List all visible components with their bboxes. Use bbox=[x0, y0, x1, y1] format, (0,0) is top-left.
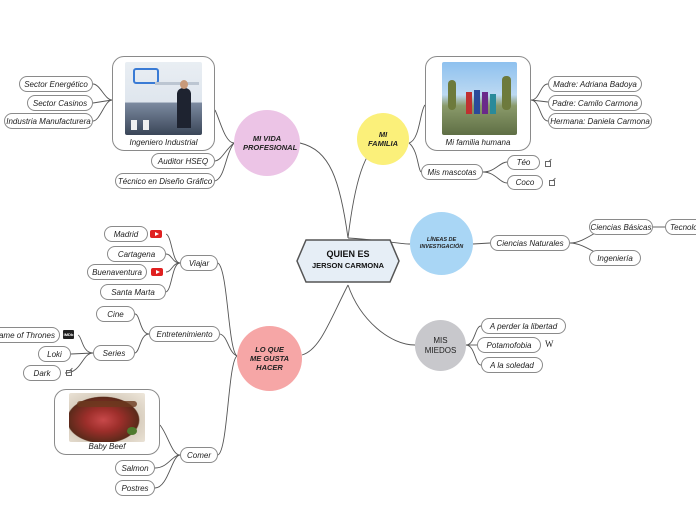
serie-game-of-thrones[interactable]: Game of Thrones bbox=[0, 327, 60, 343]
investigacion-ingenieria[interactable]: Ingeniería bbox=[589, 250, 641, 266]
familia-image-node[interactable]: Mi familia humana bbox=[425, 56, 531, 151]
family-photo bbox=[442, 62, 517, 135]
youtube-icon[interactable] bbox=[150, 230, 162, 238]
profesional-industria[interactable]: Industria Manufacturera bbox=[4, 113, 93, 129]
familia-image-caption: Mi familia humana bbox=[445, 138, 511, 147]
topic-familia-label: MI FAMILIA bbox=[368, 130, 398, 148]
entretenimiento-cine[interactable]: Cine bbox=[96, 306, 135, 322]
central-title: QUIEN ES bbox=[326, 249, 370, 259]
topic-gusta[interactable]: LO QUE ME GUSTA HACER bbox=[237, 326, 302, 391]
topic-familia[interactable]: MI FAMILIA bbox=[357, 113, 409, 165]
external-link-icon[interactable] bbox=[66, 370, 72, 376]
mascota-coco[interactable]: Coco bbox=[507, 175, 543, 190]
baby-beef-photo bbox=[69, 393, 145, 442]
viaje-cartagena[interactable]: Cartagena bbox=[107, 246, 166, 262]
profesional-sector-energetico[interactable]: Sector Energético bbox=[19, 76, 93, 92]
familia-mascotas[interactable]: Mis mascotas bbox=[421, 164, 483, 180]
profesional-image-node[interactable]: Ingeniero Industrial bbox=[112, 56, 215, 151]
entretenimiento-series[interactable]: Series bbox=[93, 345, 135, 361]
miedo-libertad[interactable]: A perder la libertad bbox=[481, 318, 566, 334]
profesional-sector-casinos[interactable]: Sector Casinos bbox=[27, 95, 93, 111]
gusta-entretenimiento[interactable]: Entretenimiento bbox=[149, 326, 220, 342]
serie-dark[interactable]: Dark bbox=[23, 365, 61, 381]
external-link-icon[interactable] bbox=[545, 161, 551, 167]
familia-madre[interactable]: Madre: Adriana Badoya bbox=[548, 76, 642, 92]
central-subtitle: JERSON CARMONA bbox=[311, 261, 385, 270]
comer-postres[interactable]: Postres bbox=[115, 480, 155, 496]
investigacion-ciencias-basicas[interactable]: Ciencias Básicas bbox=[589, 219, 653, 235]
profesional-image-caption: Ingeniero Industrial bbox=[129, 138, 198, 147]
investigacion-tecnologia[interactable]: Tecnología bbox=[665, 219, 696, 235]
investigacion-ciencias-naturales[interactable]: Ciencias Naturales bbox=[490, 235, 570, 251]
familia-padre[interactable]: Padre: Camilo Carmona bbox=[548, 95, 642, 111]
external-link-icon[interactable] bbox=[549, 180, 555, 186]
gusta-viajar[interactable]: Viajar bbox=[180, 255, 218, 271]
topic-miedos[interactable]: MIS MIEDOS bbox=[415, 320, 466, 371]
engineer-photo bbox=[125, 62, 202, 135]
viaje-buenaventura[interactable]: Buenaventura bbox=[87, 264, 147, 280]
gusta-comer[interactable]: Comer bbox=[180, 447, 218, 463]
topic-gusta-label: LO QUE ME GUSTA HACER bbox=[249, 345, 290, 372]
central-topic-shape bbox=[296, 239, 400, 283]
comer-image-caption: Baby Beef bbox=[88, 442, 126, 451]
youtube-icon[interactable] bbox=[151, 268, 163, 276]
topic-investigacion-label: LÍNEAS DE INVESTIGACIÓN bbox=[419, 236, 464, 250]
viaje-santa-marta[interactable]: Santa Marta bbox=[100, 284, 166, 300]
viaje-madrid[interactable]: Madrid bbox=[104, 226, 148, 242]
topic-investigacion[interactable]: LÍNEAS DE INVESTIGACIÓN bbox=[410, 212, 473, 275]
mascota-teo[interactable]: Téo bbox=[507, 155, 540, 170]
central-topic[interactable]: QUIEN ES JERSON CARMONA bbox=[296, 239, 400, 283]
comer-salmon[interactable]: Salmon bbox=[115, 460, 155, 476]
profesional-tecnico[interactable]: Técnico en Diseño Gráfico bbox=[115, 173, 215, 189]
serie-loki[interactable]: Loki bbox=[38, 346, 71, 362]
topic-profesional[interactable]: MI VIDA PROFESIONAL bbox=[234, 110, 300, 176]
comer-image-node[interactable]: Baby Beef bbox=[54, 389, 160, 455]
profesional-auditor[interactable]: Auditor HSEQ bbox=[151, 153, 215, 169]
miedo-potamofobia[interactable]: Potamofobia bbox=[477, 337, 541, 353]
miedo-soledad[interactable]: A la soledad bbox=[481, 357, 543, 373]
topic-miedos-label: MIS MIEDOS bbox=[424, 335, 457, 355]
imdb-icon[interactable]: IMDb bbox=[63, 330, 74, 339]
wikipedia-icon[interactable]: W bbox=[545, 339, 554, 349]
familia-hermana[interactable]: Hermana: Daniela Carmona bbox=[548, 113, 652, 129]
topic-profesional-label: MI VIDA PROFESIONAL bbox=[243, 134, 298, 152]
